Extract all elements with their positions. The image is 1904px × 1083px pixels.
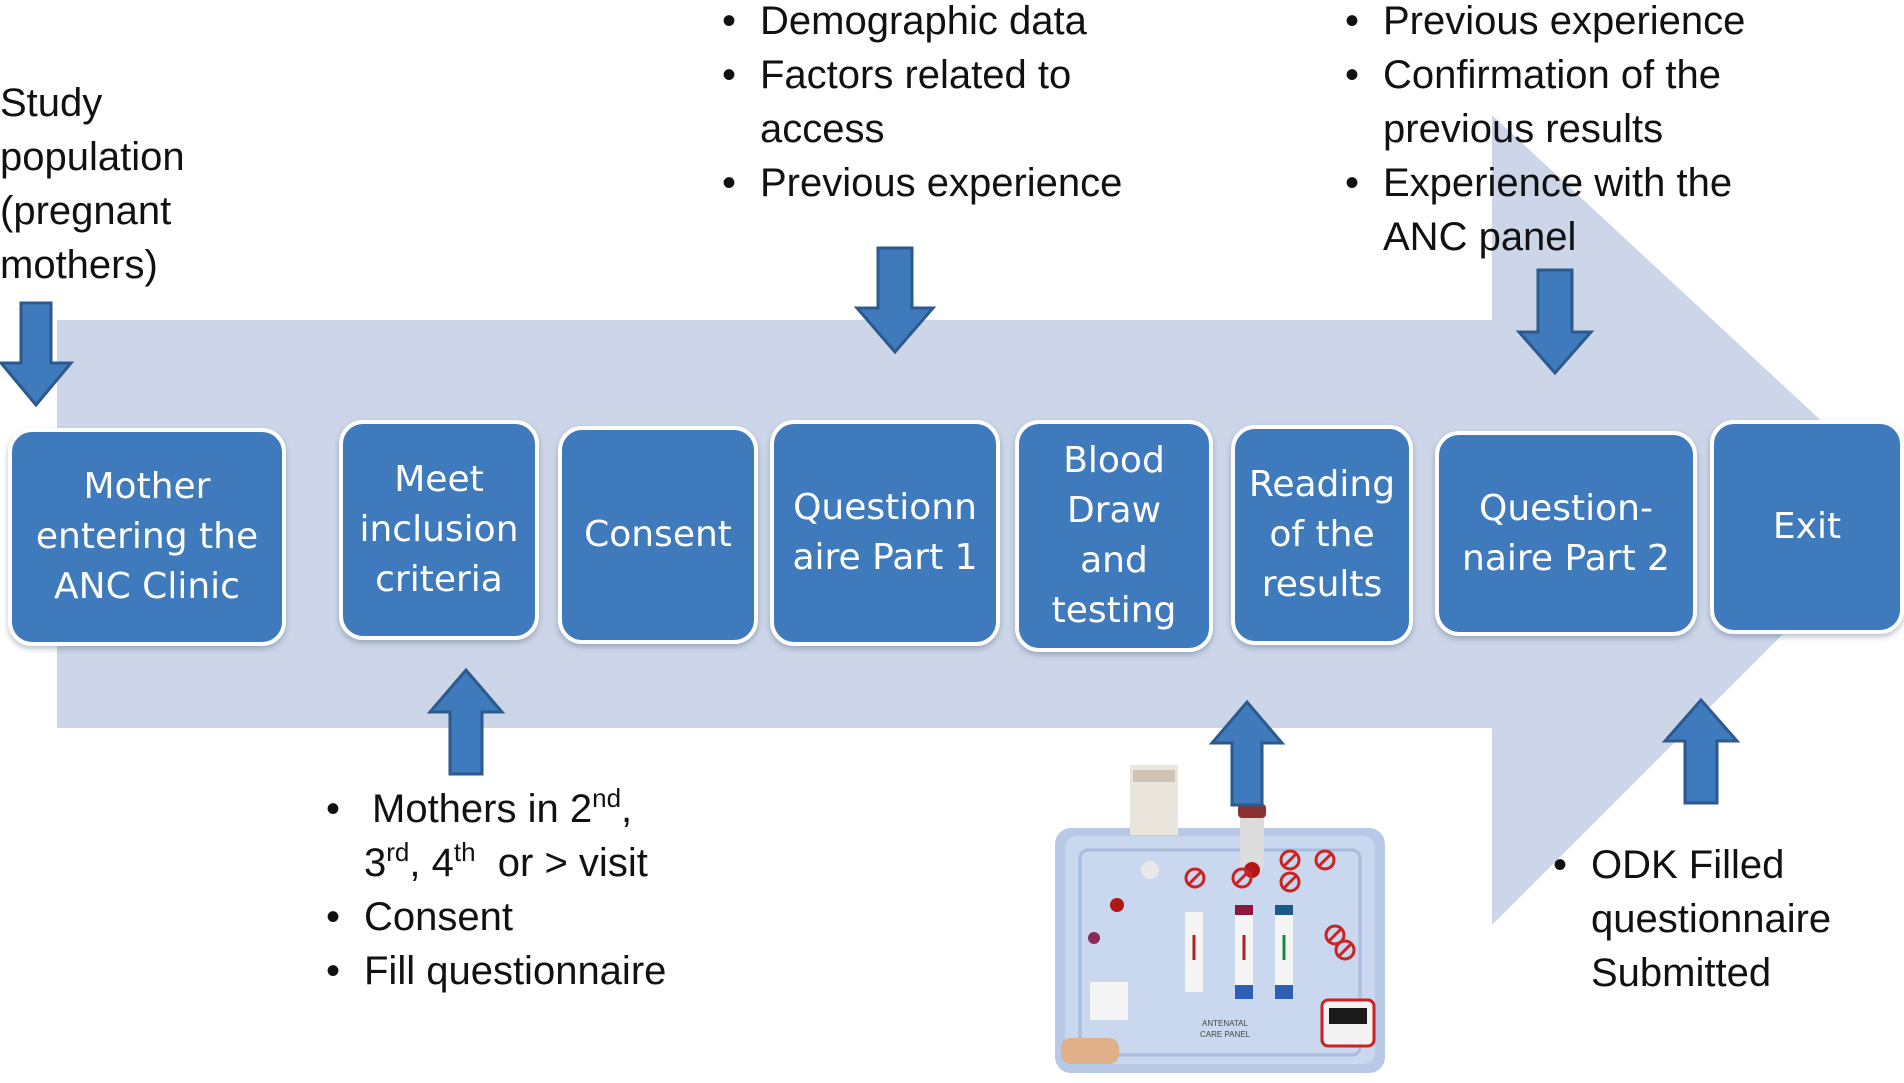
superscript: th: [453, 837, 476, 867]
bullet-item: Mothers in 2nd, 3rd, 4th or > visit: [320, 782, 720, 890]
study-population-text: Study population (pregnant mothers): [0, 81, 185, 287]
step-questionnaire-part2: Question- naire Part 2: [1435, 431, 1697, 636]
arrow-up-exit-odk: [1661, 697, 1741, 805]
visit-text: ,: [621, 787, 633, 831]
step-reading-results: Reading of the results: [1231, 425, 1413, 645]
questionnaire-part2-notes: Previous experience Confirmation of the …: [1339, 0, 1759, 264]
step-exit: Exit: [1710, 420, 1904, 634]
visit-text: Mothers in 2: [372, 787, 593, 831]
bullet-item: Experience with the ANC panel: [1339, 156, 1759, 264]
arrow-up-inclusion: [426, 667, 506, 776]
step-label: Mother entering the ANC Clinic: [35, 466, 259, 607]
bullet-item: Previous experience: [1339, 0, 1759, 48]
visit-text: , 4: [409, 841, 454, 885]
superscript: nd: [592, 783, 622, 813]
step-questionnaire-part1: Questionn aire Part 1: [770, 420, 1000, 646]
bullet-item: Factors related to access: [716, 48, 1136, 156]
step-label: Reading of the results: [1248, 464, 1396, 605]
step-blood-draw-testing: Blood Draw and testing: [1015, 420, 1213, 652]
step-label: Question- naire Part 2: [1462, 487, 1670, 579]
panel-label-line1: ANTENATAL: [1202, 1019, 1248, 1028]
step-consent: Consent: [558, 426, 758, 644]
bullet-item: Consent: [320, 890, 720, 944]
step-label: Meet inclusion criteria: [359, 459, 519, 600]
arrow-down-questionnaire-part1: [853, 246, 937, 355]
step-label: Blood Draw and testing: [1051, 440, 1177, 631]
bullet-item: Previous experience: [716, 156, 1136, 210]
odk-submission-notes: ODK Filled questionnaire Submitted: [1547, 838, 1847, 1000]
bullet-item: Fill questionnaire: [320, 944, 720, 998]
bullet-item: Demographic data: [716, 0, 1136, 48]
step-mother-entering-anc-clinic: Mother entering the ANC Clinic: [8, 428, 286, 646]
step-label: Exit: [1772, 506, 1842, 547]
bullet-item: Confirmation of the previous results: [1339, 48, 1759, 156]
arrow-up-reading-results: [1208, 699, 1286, 807]
visit-text: or > visit: [475, 841, 648, 885]
step-label: Consent: [584, 514, 732, 555]
inclusion-criteria-notes: Mothers in 2nd, 3rd, 4th or > visit Conse…: [320, 782, 720, 998]
arrow-down-study-population: [0, 301, 75, 408]
panel-label-line2: CARE PANEL: [1200, 1030, 1251, 1039]
visit-text: 3: [364, 841, 387, 885]
superscript: rd: [386, 837, 410, 867]
antenatal-care-panel-photo: ANTENATAL CARE PANEL: [1055, 765, 1385, 1073]
step-meet-inclusion-criteria: Meet inclusion criteria: [339, 420, 539, 640]
questionnaire-part1-notes: Demographic data Factors related to acce…: [716, 0, 1136, 210]
step-label: Questionn aire Part 1: [792, 487, 978, 578]
arrow-down-questionnaire-part2: [1515, 268, 1595, 376]
bullet-item: ODK Filled questionnaire Submitted: [1547, 838, 1847, 1000]
